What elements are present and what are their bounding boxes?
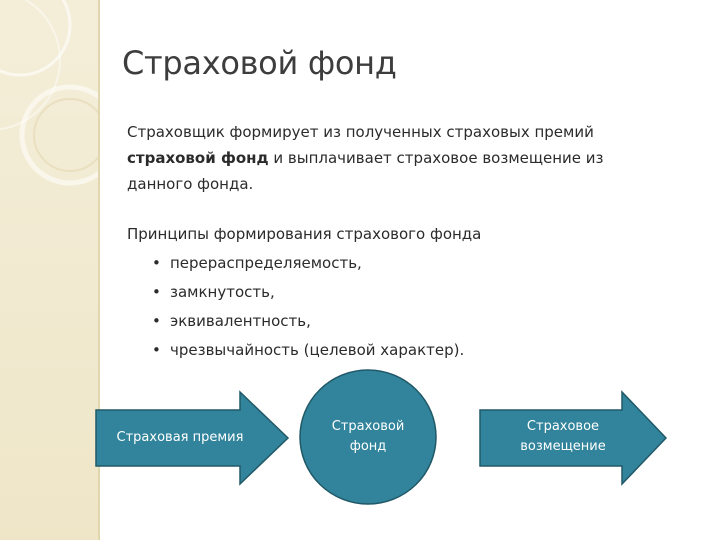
fund-label-line1: Страховой — [331, 419, 405, 434]
list-item: • перераспределяемость, — [152, 249, 612, 278]
bullet-icon: • — [152, 341, 161, 359]
slide-title: Страховой фонд — [122, 44, 397, 82]
premium-label: Страховая премия — [116, 430, 244, 445]
list-item: • чрезвычайность (целевой характер). — [152, 336, 612, 365]
intro-paragraph: Страховщик формирует из полученных страх… — [127, 119, 647, 197]
decorative-circles — [0, 0, 98, 186]
intro-text-start: Страховщик формирует из полученных страх… — [127, 123, 594, 141]
bullet-icon: • — [152, 283, 161, 301]
payout-label: Страховое возмещение — [488, 417, 638, 457]
payout-arrow-shape — [479, 390, 668, 486]
intro-text-end: и выплачивает страховое возмещение из да… — [127, 149, 604, 193]
fund-label: Страховой фонд — [310, 417, 426, 457]
premium-arrow-shape — [95, 390, 290, 486]
bullet-icon: • — [152, 254, 161, 272]
side-divider — [98, 0, 100, 540]
payout-label-line1: Страховое — [526, 419, 600, 434]
bullet-icon: • — [152, 312, 161, 330]
intro-bold-term: страховой фонд — [127, 149, 269, 167]
principle-text: чрезвычайность (целевой характер). — [170, 341, 465, 359]
payout-label-line2: возмещение — [520, 439, 606, 454]
principles-list: • перераспределяемость, • замкнутость, • эк… — [152, 249, 612, 365]
fund-label-line2: фонд — [349, 439, 387, 454]
principle-text: эквивалентность, — [170, 312, 311, 330]
principle-text: перераспределяемость, — [170, 254, 362, 272]
fund-ellipse-shape — [299, 369, 437, 505]
decorative-side-band — [0, 0, 98, 540]
principles-heading: Принципы формирования страхового фонда — [127, 225, 482, 243]
list-item: • замкнутость, — [152, 278, 612, 307]
principle-text: замкнутость, — [170, 283, 275, 301]
list-item: • эквивалентность, — [152, 307, 612, 336]
